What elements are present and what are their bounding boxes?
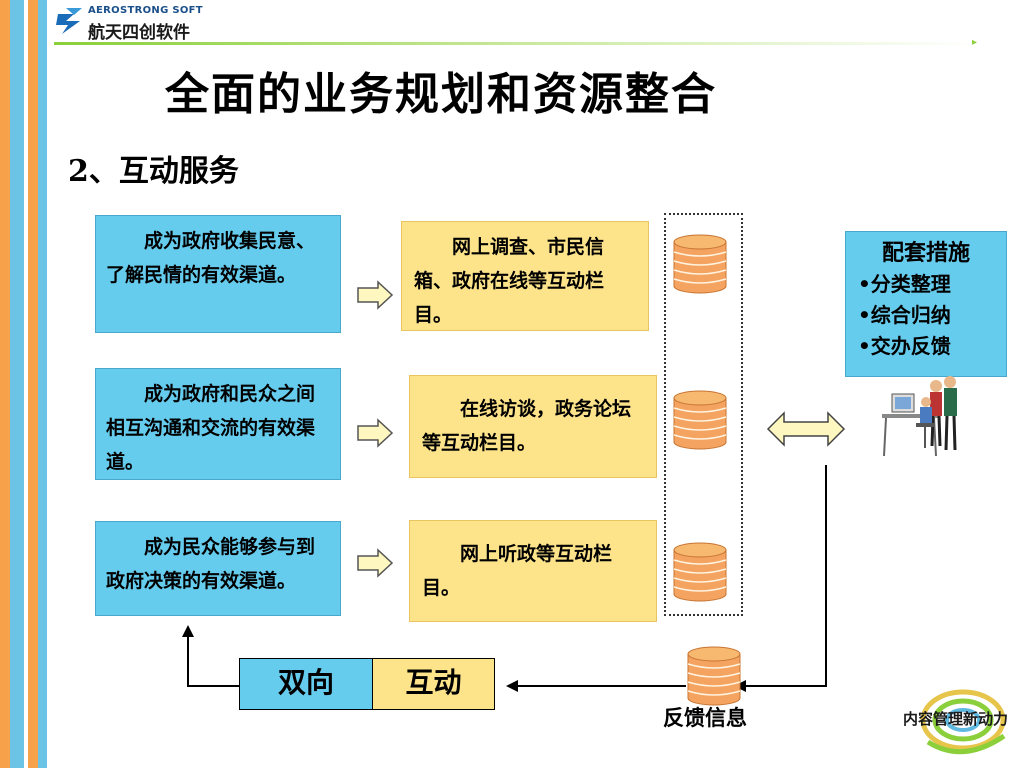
arrow-right-icon xyxy=(357,280,394,310)
database-icon xyxy=(673,390,727,450)
page-title: 全面的业务规划和资源整合 xyxy=(165,69,717,120)
arrow-left-icon xyxy=(506,680,518,692)
header-divider-arrow-icon: ▸ xyxy=(972,37,978,48)
connector-line-vertical xyxy=(825,465,827,686)
goal-box-2: 成为政府和民众之间相互沟通和交流的有效渠道。 xyxy=(95,368,341,480)
decor-stripe-orange-2 xyxy=(28,0,38,768)
measure-item-1: •分类整理 xyxy=(858,272,951,296)
channel-box-3: 网上听政等互动栏目。 xyxy=(409,520,657,622)
footer-brand-text: 内容管理新动力 xyxy=(903,710,1009,728)
decor-stripe-orange xyxy=(0,0,10,768)
database-icon xyxy=(673,234,727,294)
section-subtitle: 2、互动服务 xyxy=(68,154,239,189)
return-line-vertical xyxy=(187,632,189,687)
measures-title: 配套措施 xyxy=(881,240,970,266)
logo-mark-icon xyxy=(56,8,82,34)
decor-stripe-blue-2 xyxy=(38,0,47,768)
interaction-label-box: 互动 xyxy=(372,658,495,710)
double-arrow-icon xyxy=(766,411,846,447)
logo-text-cn: 航天四创软件 xyxy=(88,23,190,43)
arrow-right-icon xyxy=(357,418,394,448)
connector-line-horizontal xyxy=(742,685,827,687)
arrow-right-icon xyxy=(357,548,394,578)
goal-box-3: 成为民众能够参与到政府决策的有效渠道。 xyxy=(95,521,341,616)
two-way-label-box: 双向 xyxy=(239,658,373,710)
swirl-logo-icon xyxy=(920,689,1006,755)
database-column-frame xyxy=(664,213,743,616)
connector-line-bottom xyxy=(512,685,686,687)
measure-item-3: •交办反馈 xyxy=(858,334,951,358)
feedback-label: 反馈信息 xyxy=(663,705,747,730)
supporting-measures-box: 配套措施 •分类整理 •综合归纳 •交办反馈 xyxy=(845,231,1007,377)
channel-box-2: 在线访谈，政务论坛等互动栏目。 xyxy=(409,375,657,478)
office-workers-illustration xyxy=(882,376,957,457)
return-line-horizontal xyxy=(187,685,240,687)
decor-stripe-blue xyxy=(10,0,24,768)
goal-box-1: 成为政府收集民意、了解民情的有效渠道。 xyxy=(95,215,341,333)
header-divider xyxy=(54,42,974,45)
arrow-up-icon xyxy=(182,625,194,637)
measure-item-2: •综合归纳 xyxy=(858,303,951,327)
feedback-database-icon xyxy=(687,646,741,706)
decor-stripe-white xyxy=(24,0,28,768)
database-icon xyxy=(673,542,727,602)
logo-text-en: AEROSTRONG SOFT xyxy=(88,5,203,16)
channel-box-1: 网上调查、市民信箱、政府在线等互动栏目。 xyxy=(401,221,649,331)
company-logo: AEROSTRONG SOFT 航天四创软件 xyxy=(54,4,204,43)
